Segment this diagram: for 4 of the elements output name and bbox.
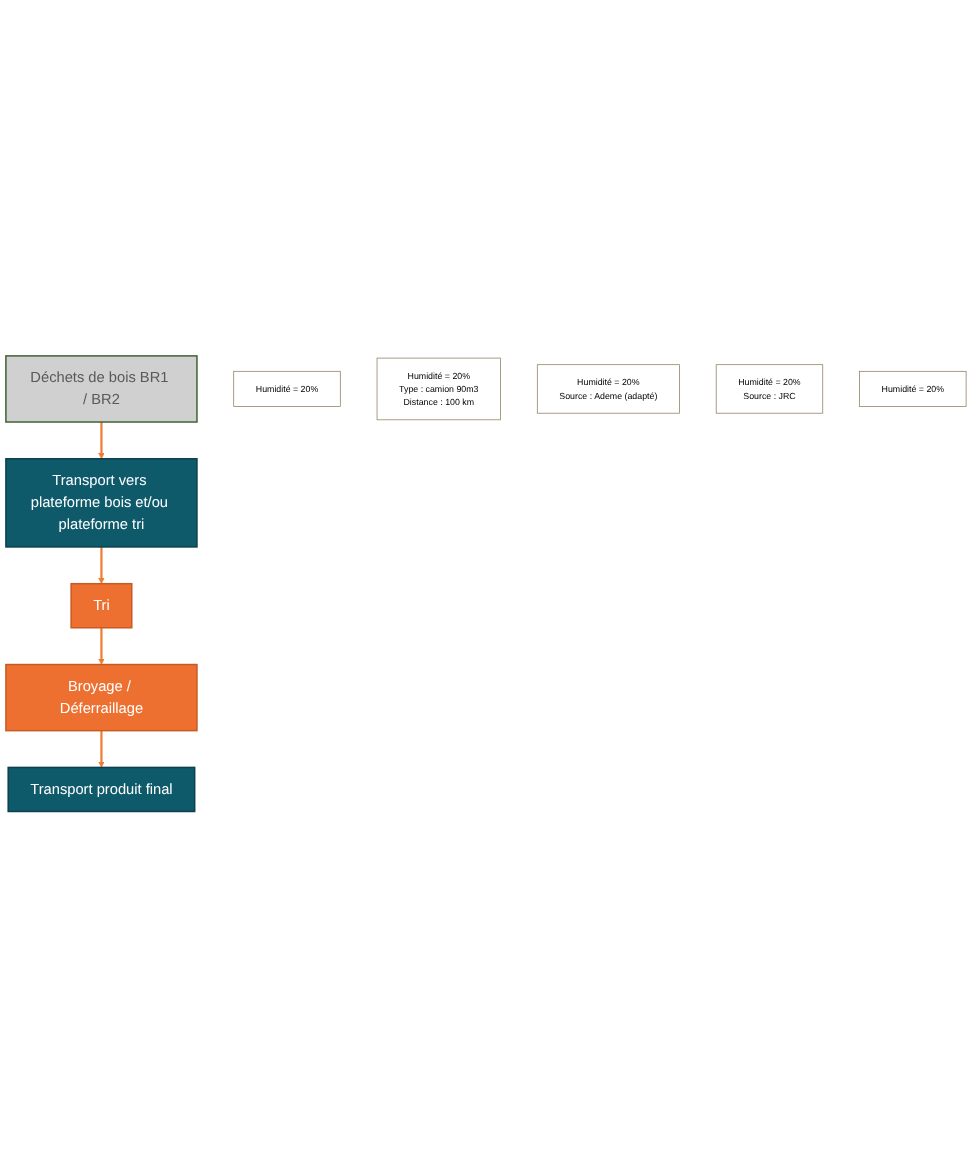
arrow	[98, 547, 105, 585]
arrow	[98, 628, 105, 666]
arrow	[98, 422, 105, 460]
arrow	[98, 730, 105, 768]
